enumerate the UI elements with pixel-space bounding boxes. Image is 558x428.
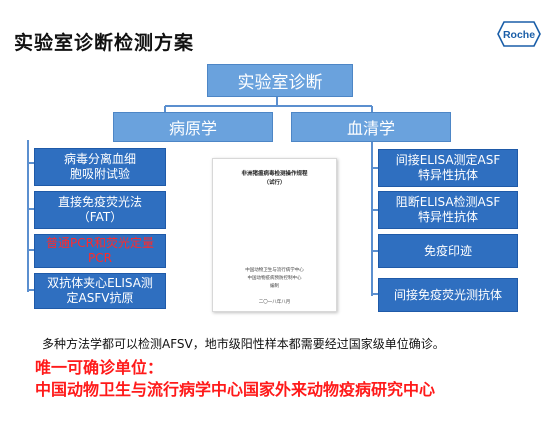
confirmation-unit-name: 中国动物卫生与流行病学中心国家外来动物疫病研究中心 xyxy=(35,380,436,399)
item-line: 阻断ELISA检测ASF xyxy=(395,195,501,209)
doc-subtitle: （试行） xyxy=(263,180,286,186)
category-serology: 血清学 xyxy=(291,112,451,142)
confirmation-unit-label: 唯一可确诊单位： xyxy=(35,358,164,377)
doc-compiled: 编制 xyxy=(270,284,279,289)
item-line: 胞吸附试验 xyxy=(69,167,130,181)
item-line: 间接ELISA测定ASF xyxy=(395,153,501,167)
item-line: 病毒分离血细 xyxy=(63,152,136,166)
method-note: 多种方法学都可以检测AFSV，地市级阳性样本都需要经过国家级单位确诊。 xyxy=(42,337,445,351)
roche-hexagon-logo: Roche xyxy=(497,21,541,47)
serology-method-immunoblot: 免疫印迹 xyxy=(378,234,518,268)
doc-org-1: 中国动物卫生与流行病学中心 xyxy=(245,268,304,273)
logo-text: Roche xyxy=(503,29,535,41)
item-line: 特异性抗体 xyxy=(417,168,478,182)
serology-method-indirect-elisa: 间接ELISA测定ASF 特异性抗体 xyxy=(378,149,518,187)
item-line: 直接免疫荧光法 xyxy=(57,195,142,209)
item-line: 双抗体夹心ELISA测 xyxy=(47,276,153,290)
doc-title: 非洲猪瘟病毒检测操作规程 xyxy=(241,171,308,177)
pathogen-method-fat: 直接免疫荧光法 （FAT） xyxy=(34,191,166,229)
doc-date: 二〇一八年八月 xyxy=(258,300,291,305)
doc-org-2: 中国动物疫病预防控制中心 xyxy=(247,276,302,281)
page-title: 实验室诊断检测方案 xyxy=(14,32,195,54)
serology-method-blocking-elisa: 阻断ELISA检测ASF 特异性抗体 xyxy=(378,191,518,229)
item-line: PCR xyxy=(88,251,112,265)
item-line: 普通PCR和荧光定量 xyxy=(46,236,154,250)
pathogen-method-elisa-antigen: 双抗体夹心ELISA测 定ASFV抗原 xyxy=(34,273,166,309)
item-line: 特异性抗体 xyxy=(417,210,478,224)
serology-method-ifa: 间接免疫荧光测抗体 xyxy=(378,278,518,312)
item-line: 定ASFV抗原 xyxy=(66,291,134,305)
pathogen-method-pcr: 普通PCR和荧光定量 PCR xyxy=(34,234,166,268)
item-line: （FAT） xyxy=(77,210,123,224)
protocol-document-thumbnail: 非洲猪瘟病毒检测操作规程 （试行） 中国动物卫生与流行病学中心 中国动物疫病预防… xyxy=(212,158,337,312)
category-pathogen: 病原学 xyxy=(113,112,273,142)
pathogen-method-virus-isolation: 病毒分离血细 胞吸附试验 xyxy=(34,148,166,186)
diagram-root-node: 实验室诊断 xyxy=(207,64,353,97)
